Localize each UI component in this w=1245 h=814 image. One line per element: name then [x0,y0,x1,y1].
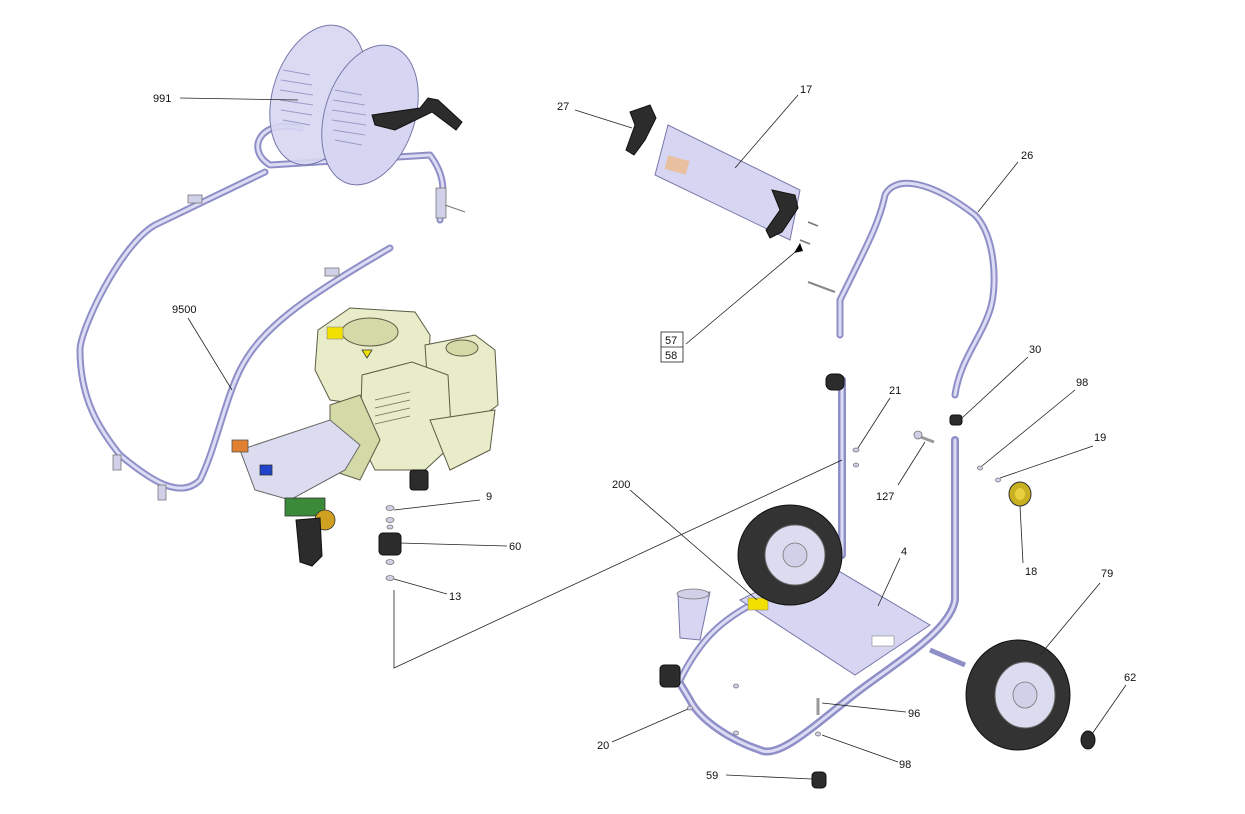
callout-58: 58 [665,350,677,362]
callout-30: 30 [1029,344,1041,356]
engine-pump-assembly [231,307,499,567]
callout-96: 96 [908,708,920,720]
rear-wheel [737,504,843,606]
leader-lines [179,94,1127,780]
callout-98-top: 98 [1076,377,1088,389]
hose-reel [254,24,466,224]
callout-20: 20 [597,740,609,752]
callouts: 991 9500 27 17 26 57 58 21 30 98 19 127 … [153,84,1136,782]
callout-57: 57 [665,335,677,347]
callout-60: 60 [509,541,521,553]
cart-upper-frame [807,179,998,399]
callout-79: 79 [1101,568,1113,580]
callout-59: 59 [706,770,718,782]
callout-19: 19 [1094,432,1106,444]
callout-9: 9 [486,491,492,503]
handle-cover [625,104,819,245]
callout-200: 200 [612,479,630,491]
callout-21: 21 [889,385,901,397]
frame-handle [76,168,394,501]
callout-26: 26 [1021,150,1033,162]
front-wheel [965,639,1071,751]
callout-4: 4 [901,546,907,558]
callout-9500: 9500 [172,304,196,316]
callout-991: 991 [153,93,171,105]
callout-13: 13 [449,591,461,603]
callout-17: 17 [800,84,812,96]
callout-127: 127 [876,491,894,503]
mount-parts [378,505,402,581]
callout-27: 27 [557,101,569,113]
callout-98-bottom: 98 [899,759,911,771]
callout-18: 18 [1025,566,1037,578]
callout-62: 62 [1124,672,1136,684]
loose-hardware [687,414,1096,789]
